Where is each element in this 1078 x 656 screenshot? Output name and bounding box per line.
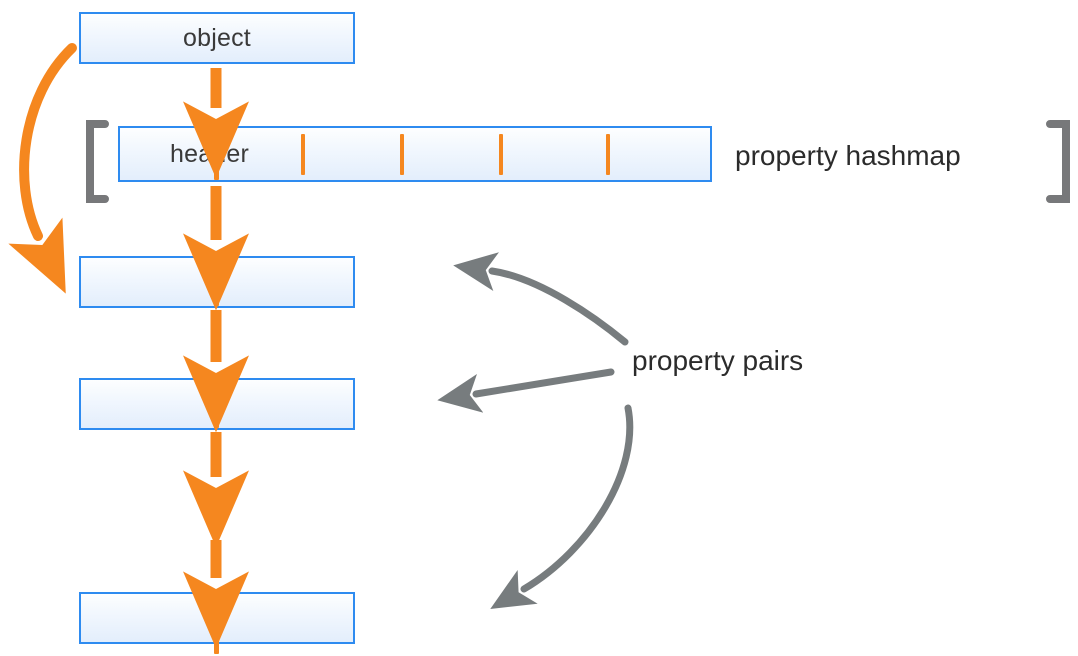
bracket-left xyxy=(86,120,109,203)
hashmap-bucket-divider-1 xyxy=(301,134,305,175)
arrow-object-to-property-chain xyxy=(8,43,77,294)
ellipsis-dot-2 xyxy=(214,512,219,517)
hashmap-bucket-divider-3 xyxy=(499,134,503,175)
object-box: object xyxy=(79,12,355,64)
object-box-label: object xyxy=(183,23,251,52)
header-box-label: header xyxy=(170,139,250,168)
ellipsis-dot-3 xyxy=(214,527,219,532)
arrow-pairs-label-to-pair-2 xyxy=(437,368,615,413)
pointer-line-header xyxy=(214,128,219,180)
pointer-line-pair-1 xyxy=(214,258,219,306)
arrow-pairs-label-to-pair-3 xyxy=(490,404,634,609)
hashmap-bucket-divider-4 xyxy=(606,134,610,175)
property-hashmap-label: property hashmap xyxy=(735,140,961,171)
pointer-line-pair-3 xyxy=(214,594,219,654)
pointer-line-pair-2 xyxy=(214,380,219,428)
property-pairs-label: property pairs xyxy=(632,345,804,376)
header-box: header xyxy=(118,126,712,182)
hashmap-bucket-divider-2 xyxy=(400,134,404,175)
ellipsis-dot-1 xyxy=(214,497,219,502)
bracket-right xyxy=(1046,120,1070,203)
arrow-pairs-label-to-pair-1 xyxy=(453,252,629,346)
